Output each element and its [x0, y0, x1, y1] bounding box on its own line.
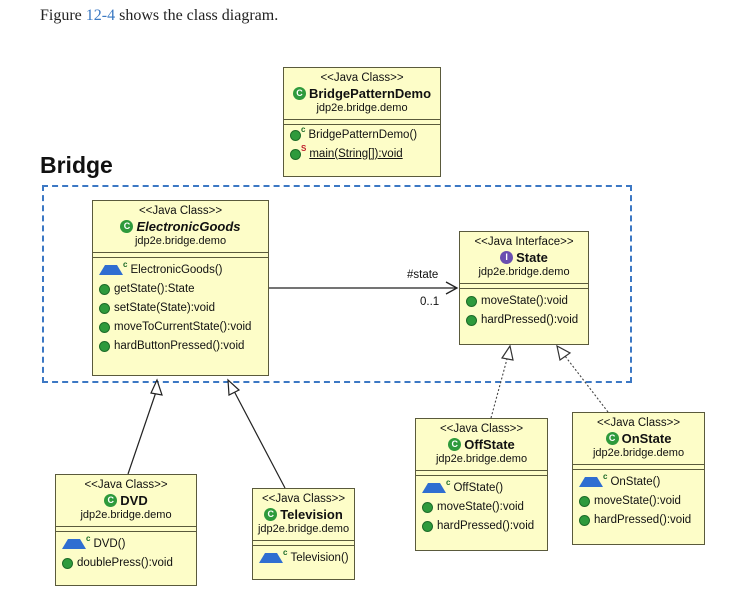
package-name: jdp2e.bridge.demo	[435, 453, 528, 465]
interface-name: State	[516, 250, 548, 265]
class-icon: C	[448, 438, 462, 451]
public-method-icon	[290, 129, 301, 141]
method-row: setState(State):void	[93, 298, 268, 317]
dvd-generalization-line	[127, 391, 157, 475]
public-method-icon	[290, 148, 301, 160]
constructor-icon	[579, 477, 603, 487]
method-row: moveState():void	[573, 491, 704, 510]
onstate-realization-line	[564, 355, 609, 413]
stereotype: <<Java Class>>	[320, 72, 404, 84]
caption-prefix: Figure	[40, 7, 86, 24]
method-row: moveState():void	[416, 497, 547, 516]
class-icon: C	[292, 87, 306, 100]
stereotype: <<Java Class>>	[84, 479, 168, 491]
method-row: moveState():void	[460, 291, 588, 310]
package-name: jdp2e.bridge.demo	[80, 509, 172, 521]
package-name: jdp2e.bridge.demo	[134, 235, 227, 247]
offstate-realization-arrowhead	[500, 344, 514, 361]
static-marker: S	[301, 144, 307, 153]
dvd-generalization-arrowhead	[150, 378, 163, 396]
class-name: ElectronicGoods	[136, 219, 241, 234]
public-method-icon	[99, 340, 110, 352]
method-row: hardPressed():void	[416, 516, 547, 535]
stereotype: <<Java Class>>	[138, 205, 223, 217]
class-icon: C	[605, 432, 619, 445]
constructor-icon	[259, 553, 283, 563]
constructor-marker: c	[123, 260, 128, 269]
section-title: Bridge	[40, 152, 113, 178]
class-icon: C	[104, 494, 118, 507]
method-row: hardPressed():void	[573, 510, 704, 529]
constructor-marker: c	[603, 472, 608, 481]
constructor-icon	[422, 483, 446, 493]
class-icon: C	[264, 508, 278, 521]
television-generalization-arrowhead	[227, 378, 241, 396]
association-role: #state	[407, 269, 439, 281]
stereotype: <<Java Class>>	[439, 423, 524, 435]
public-method-icon	[99, 321, 110, 333]
method-row: hardButtonPressed():void	[93, 336, 268, 355]
bridge-boundary	[42, 185, 632, 383]
constructor-marker: c	[283, 548, 288, 557]
constructor-marker: c	[86, 534, 91, 543]
television-generalization-line	[233, 390, 286, 489]
onstate-realization-arrowhead	[556, 344, 572, 362]
method-row: getState():State	[93, 279, 268, 298]
stereotype: <<Java Class>>	[596, 417, 681, 429]
public-method-icon	[422, 520, 433, 532]
stereotype: <<Java Class>>	[261, 493, 346, 505]
public-method-icon	[466, 314, 477, 326]
figure-reference-link[interactable]: 12-4	[85, 7, 116, 24]
stereotype: <<Java Interface>>	[474, 236, 574, 248]
association-arrowhead	[445, 281, 459, 295]
constructor-marker: c	[446, 478, 451, 487]
public-method-icon	[99, 302, 110, 314]
package-name: jdp2e.bridge.demo	[316, 102, 408, 114]
protected-constructor-icon	[99, 265, 123, 275]
public-method-icon	[466, 295, 477, 307]
method-row: hardPressed():void	[460, 310, 588, 329]
caption-suffix: shows the class diagram.	[115, 7, 279, 24]
class-name: BridgePatternDemo	[308, 86, 432, 101]
constructor-marker: c	[301, 125, 306, 134]
association-multiplicity: 0..1	[420, 296, 440, 308]
figure-caption: Figure 12-4 shows the class diagram.	[40, 7, 278, 25]
public-method-icon	[99, 283, 110, 295]
package-name: jdp2e.bridge.demo	[257, 523, 350, 535]
method-row: moveToCurrentState():void	[93, 317, 268, 336]
class-name: DVD	[120, 493, 148, 508]
public-method-icon	[62, 557, 73, 569]
public-method-icon	[422, 501, 433, 513]
offstate-realization-line	[490, 358, 508, 419]
package-name: jdp2e.bridge.demo	[478, 266, 570, 278]
class-name: Television	[280, 507, 343, 522]
constructor-icon	[62, 539, 86, 549]
class-name: OffState	[464, 437, 515, 452]
interface-icon: I	[500, 251, 514, 264]
package-name: jdp2e.bridge.demo	[592, 447, 685, 459]
public-method-icon	[579, 514, 590, 526]
abstract-class-icon: C	[120, 220, 134, 233]
public-method-icon	[579, 495, 590, 507]
method-row: doublePress():void	[56, 553, 196, 572]
class-name: OnState	[621, 431, 672, 446]
